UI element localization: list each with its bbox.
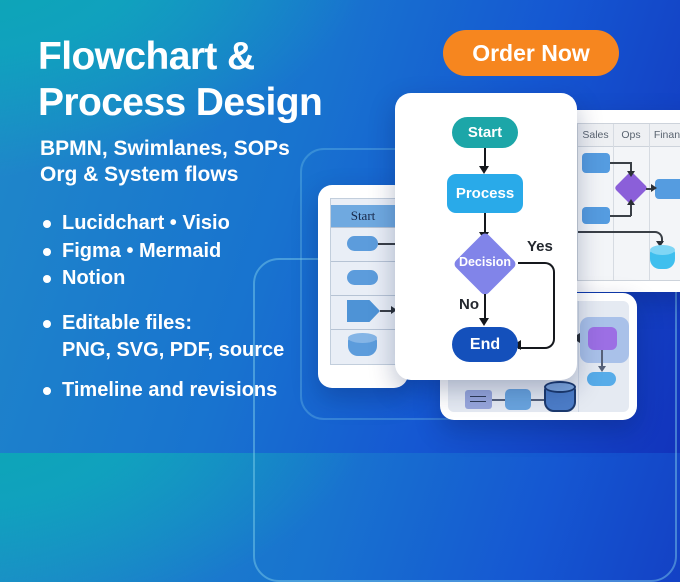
list-item-continued: PNG, SVG, PDF, source [62,339,285,361]
pill-shape [587,372,616,386]
end-node: End [452,327,518,362]
page-title: Flowchart & Process Design [38,35,323,124]
document-shape [465,390,492,409]
yes-connector [518,262,555,349]
process-shape [655,179,680,199]
list-item: Editable files: [40,310,284,338]
order-now-button[interactable]: Order Now [443,30,619,76]
arrowhead-icon [479,166,489,174]
lane-sales: Sales [582,129,609,141]
arrowhead-icon [656,241,664,247]
no-label: No [459,296,479,313]
process-node: Process [447,174,523,213]
cylinder-top [348,333,377,343]
yes-label: Yes [527,238,553,255]
lane-finance: Finance [653,129,680,141]
arrowhead-icon [651,184,657,192]
connector-line [378,243,395,245]
purple-process-shape [588,327,617,350]
list-item: Timeline and revisions [40,377,284,405]
list-item: Figma • Mermaid [40,238,284,266]
connector-line [380,310,393,312]
arrowhead-icon [391,306,397,314]
table-header-start: Start [331,205,395,227]
connector-line [578,231,663,243]
cylinder-top [544,381,576,393]
arrowhead-icon [627,199,635,205]
lane-ops: Ops [621,129,641,141]
mockup-card-right: Sales Ops Finance [565,110,680,292]
feature-list: Lucidchart • Visio Figma • Mermaid Notio… [40,210,284,404]
start-node: Start [452,117,518,148]
swimlane-header: Sales Ops Finance [578,124,680,147]
subtitle: BPMN, Swimlanes, SOPs Org & System flows [40,137,290,186]
swimlane-panel: Sales Ops Finance [577,123,680,281]
arrowhead-icon [598,366,606,372]
list-item: Lucidchart • Visio [40,210,284,238]
process-shape [505,389,531,410]
cylinder-top [650,245,675,255]
flowchart-card: Start Process Decision Yes No End [395,93,577,380]
process-shape [582,153,610,173]
pill-shape [347,236,378,251]
pentagon-shape [347,300,380,322]
arrowhead-icon [479,318,489,326]
arrowhead-icon [627,171,635,177]
process-shape [582,207,610,224]
pill-shape [347,270,378,285]
list-item: Notion [40,265,284,293]
